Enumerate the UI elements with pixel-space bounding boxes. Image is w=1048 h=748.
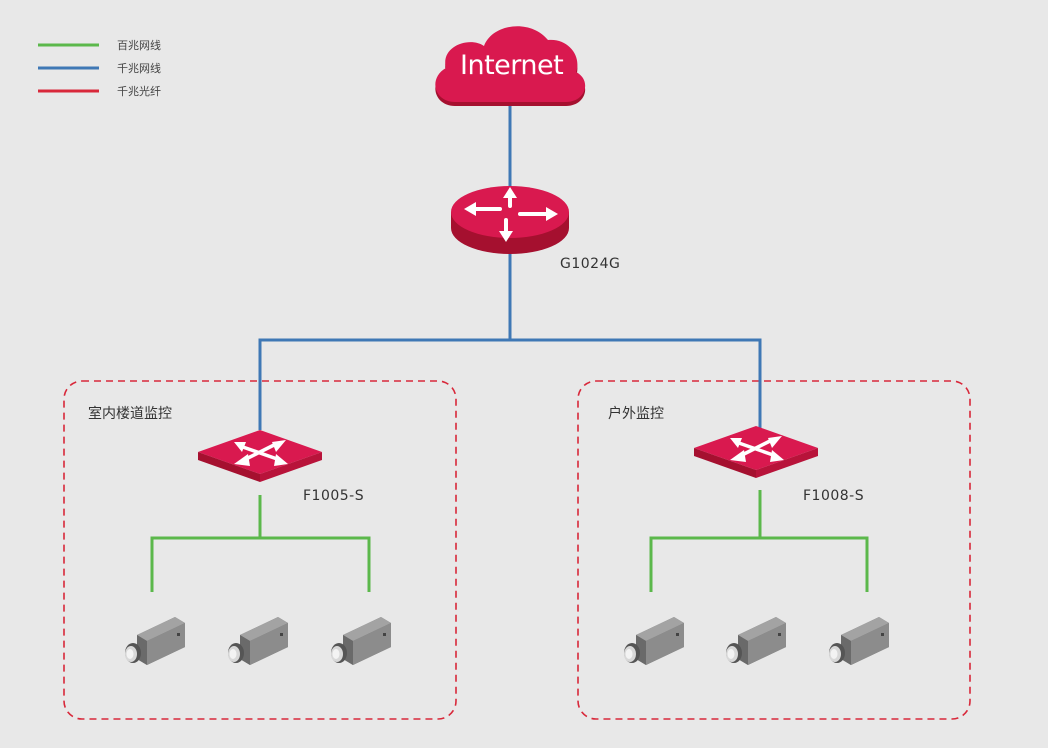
camera-icon: [829, 617, 889, 665]
zone-box-indoor: [63, 380, 457, 720]
camera-icon: [726, 617, 786, 665]
legend-label-100m: 百兆网线: [117, 39, 161, 52]
camera-icon: [624, 617, 684, 665]
zone-label-indoor: 室内楼道监控: [88, 406, 172, 422]
core-switch-label: G1024G: [560, 256, 621, 272]
gigabit-links: [258, 100, 762, 430]
router-icon: [451, 186, 569, 254]
internet-label: Internet: [460, 50, 564, 81]
cloud-icon: [435, 26, 586, 106]
fast-ethernet-links: [150, 490, 869, 592]
legend-label-fiber: 千兆光纤: [117, 85, 161, 98]
switch-icon-outdoor: [694, 426, 818, 478]
switch-label-outdoor: F1008-S: [803, 488, 865, 504]
switch-label-indoor: F1005-S: [303, 488, 365, 504]
camera-icon: [125, 617, 185, 665]
legend-label-1000m: 千兆网线: [117, 62, 161, 75]
zone-box-outdoor: [577, 380, 971, 720]
camera-icon: [228, 617, 288, 665]
zone-label-outdoor: 户外监控: [608, 406, 664, 422]
legend: [38, 43, 99, 93]
camera-icon: [331, 617, 391, 665]
switch-icon-indoor: [198, 430, 322, 482]
